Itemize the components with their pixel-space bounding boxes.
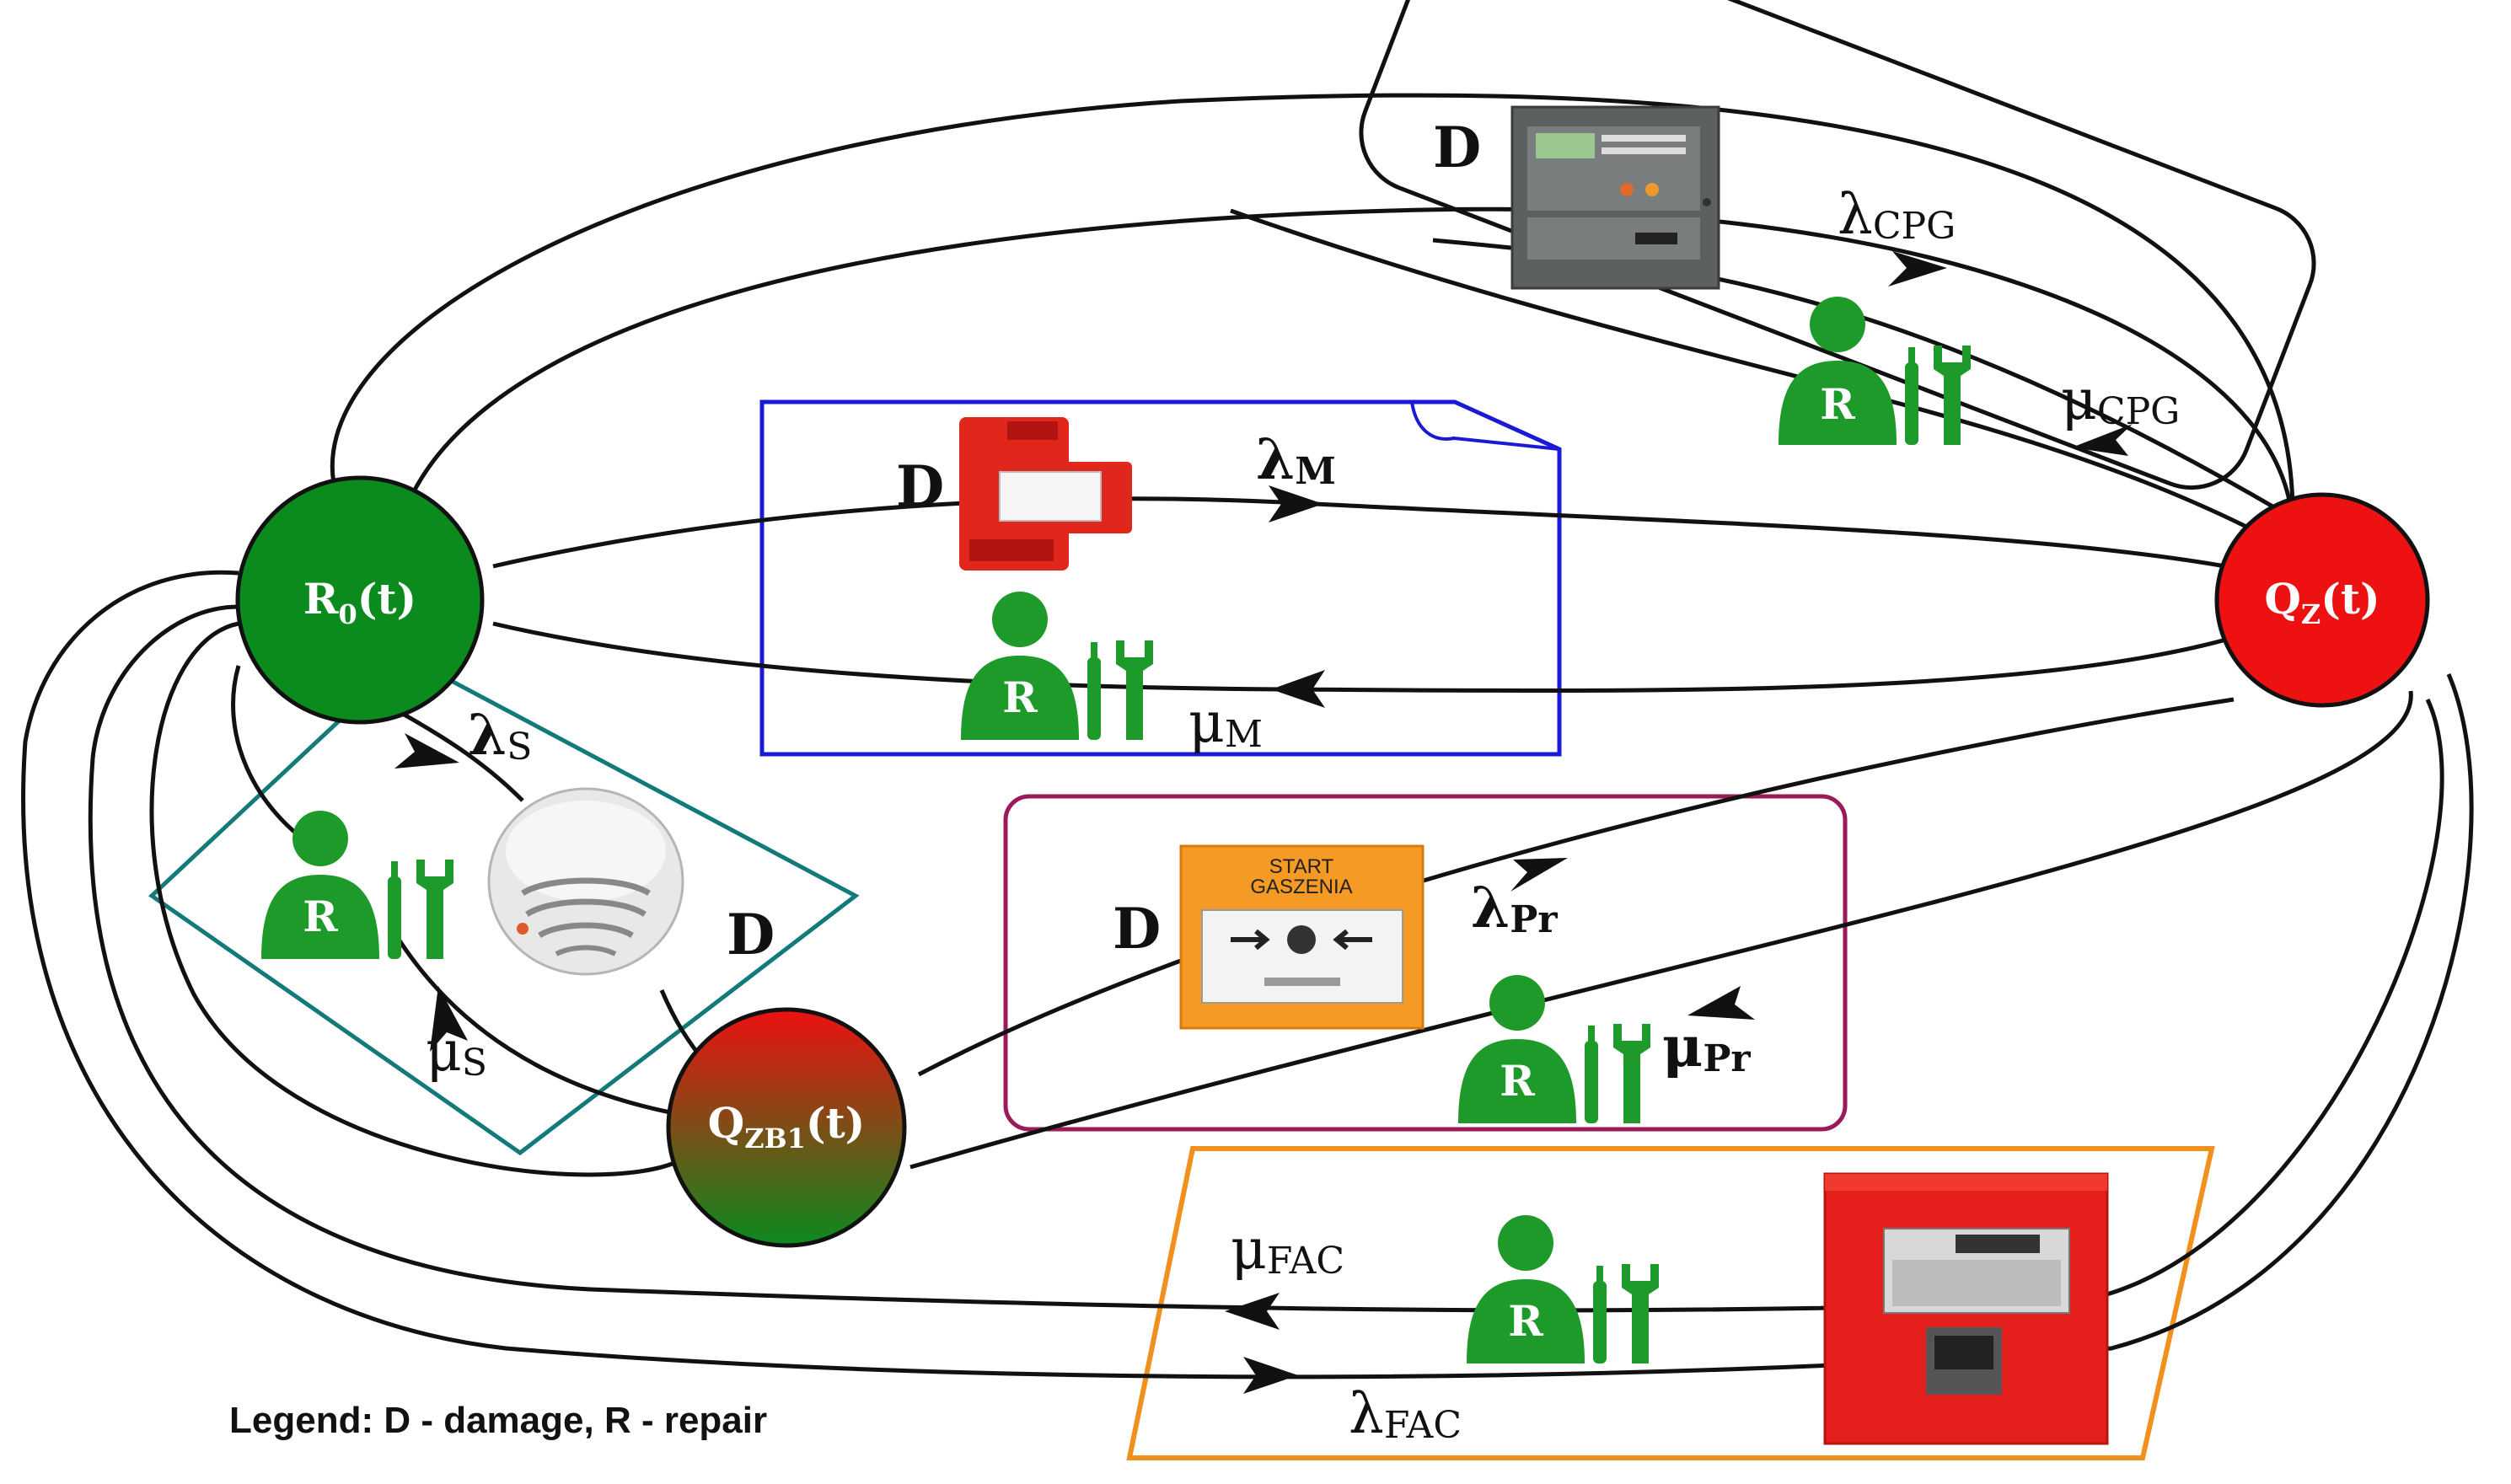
repair-letter-s: R — [303, 892, 338, 941]
arrowhead-mu-fac — [1225, 1293, 1280, 1330]
svg-text:R0(t): R0(t) — [303, 574, 416, 630]
edge-r0-qz-outer-1 — [330, 93, 2295, 515]
qzb1-sub: ZB1 — [744, 1122, 806, 1155]
arrowheads — [394, 251, 2133, 1394]
arrowhead-lambda-s — [394, 733, 459, 769]
qzb1-main: Q — [708, 1098, 745, 1148]
repair-icon-pr: R — [1458, 975, 1650, 1123]
edge-mu-fac — [88, 604, 2444, 1313]
module-subsystem-box — [759, 399, 1562, 757]
legend-text: Legend: D - damage, R - repair — [229, 1400, 767, 1441]
arrowhead-lambda-m — [1269, 485, 1323, 522]
label-lambda-m: λM — [1256, 426, 1336, 493]
call-point-line2: GASZENIA — [1250, 876, 1352, 898]
label-mu-m: μM — [1188, 690, 1263, 756]
label-lambda-cpg: λCPG — [1838, 182, 1956, 248]
edge-lambda-fac — [21, 570, 2474, 1380]
r0-tail: (t) — [357, 574, 416, 624]
label-mu-s: μS — [426, 1019, 487, 1085]
arrowhead-lambda-pr — [1510, 858, 1568, 892]
state-node-qzb1: QZB1(t) — [666, 1007, 907, 1248]
edge-r0-qz-outer-2 — [405, 206, 2295, 523]
arrowhead-mu-m — [1271, 670, 1325, 708]
edge-lambda-m — [492, 496, 2226, 569]
edge-mu-pr — [909, 690, 2413, 1170]
label-mu-pr: μPr — [1662, 1014, 1751, 1080]
repair-icon-cpg: R — [1779, 297, 1971, 445]
repair-icon-m: R — [961, 592, 1153, 740]
smoke-detector-icon — [487, 787, 684, 976]
gas-extinguishing-control-panel-icon — [1510, 105, 1720, 290]
edge-mu-s — [394, 934, 671, 1115]
arrowhead-lambda-fac — [1243, 1357, 1298, 1394]
label-lambda-s: λS — [468, 702, 532, 769]
qz-sub: Z — [2301, 598, 2321, 630]
r0-sub: 0 — [338, 598, 357, 630]
label-mu-cpg: μCPG — [2061, 367, 2180, 433]
svg-text:QZB1(t): QZB1(t) — [708, 1098, 866, 1155]
r0-main: R — [303, 574, 339, 624]
damage-letter-pr: D — [1113, 896, 1161, 962]
repair-letter-fac: R — [1508, 1296, 1543, 1346]
edge-mu-m — [492, 621, 2239, 694]
din-rail-module-icon — [959, 417, 1132, 571]
label-lambda-pr: λPr — [1471, 875, 1558, 941]
qz-tail: (t) — [2321, 574, 2380, 624]
arrowhead-lambda-cpg — [1888, 251, 1947, 287]
repair-icon-fac: R — [1467, 1215, 1659, 1363]
label-mu-fac: μFAC — [1231, 1217, 1344, 1283]
repair-letter-cpg: R — [1820, 379, 1855, 429]
svg-text:QZ(t): QZ(t) — [2264, 574, 2380, 630]
damage-letter-m: D — [896, 453, 944, 519]
repair-letter-pr: R — [1500, 1056, 1535, 1106]
manual-call-point-icon: START GASZENIA — [1179, 844, 1425, 1030]
smoke-detector-subsystem-box — [148, 654, 860, 1156]
fac-subsystem-box — [1126, 1146, 2215, 1460]
arrowhead-mu-s — [430, 986, 468, 1052]
call-point-line1: START — [1269, 855, 1334, 878]
state-node-r0: R0(t) — [235, 475, 485, 725]
edge-qzb1-r0-wide — [149, 621, 675, 1177]
damage-letter-s: D — [727, 902, 775, 967]
label-lambda-fac: λFAC — [1349, 1381, 1462, 1447]
damage-letter-cpg: D — [1433, 115, 1481, 180]
arrowhead-mu-cpg — [2072, 424, 2133, 456]
state-node-qz: QZ(t) — [2214, 492, 2430, 708]
cpg-subsystem-box — [1359, 0, 2316, 490]
repair-icon-s: R — [261, 811, 453, 959]
fire-alarm-control-panel-icon — [1823, 1172, 2109, 1445]
arrowhead-mu-pr — [1687, 986, 1755, 1020]
qzb1-tail: (t) — [806, 1098, 865, 1148]
repair-letter-m: R — [1002, 672, 1038, 722]
qz-main: Q — [2264, 574, 2301, 624]
call-point-subsystem-box — [1003, 794, 1848, 1132]
edge-lambda-pr — [917, 697, 2235, 1077]
